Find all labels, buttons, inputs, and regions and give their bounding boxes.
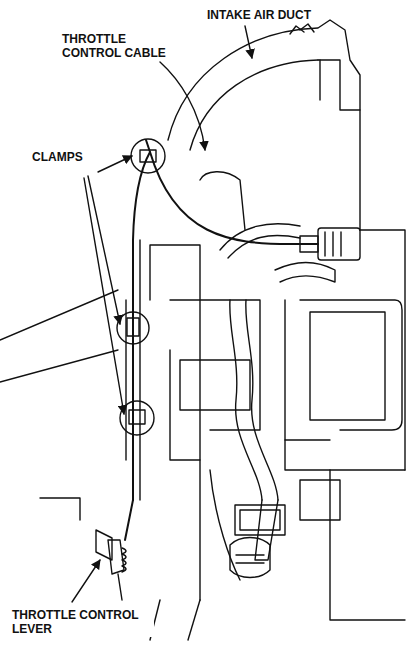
part-label: THROTTLE CONTROL CABLE [60, 32, 176, 61]
part-label: THROTTLE CONTROL LEVER [10, 608, 154, 637]
part-label: CLAMPS [30, 150, 85, 164]
part-label: INTAKE AIR DUCT [205, 8, 313, 22]
